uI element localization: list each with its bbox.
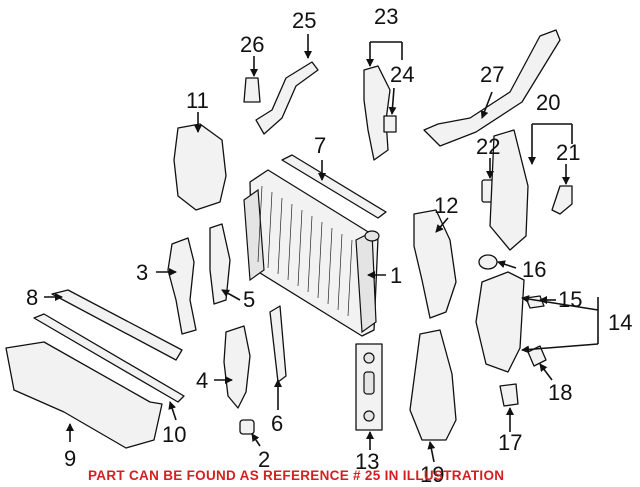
label-27: 27 bbox=[480, 62, 504, 87]
tank-clip bbox=[525, 295, 545, 309]
air-deflector-upper-left bbox=[173, 123, 227, 211]
expansion-tank bbox=[475, 271, 525, 373]
radiator bbox=[243, 169, 380, 337]
front-trim-strip bbox=[51, 289, 183, 361]
coolant-hose-upper bbox=[255, 61, 319, 135]
label-15: 15 bbox=[558, 287, 582, 312]
label-9: 9 bbox=[64, 446, 76, 471]
label-16: 16 bbox=[522, 257, 546, 282]
coolant-hose-thermostat bbox=[363, 65, 391, 161]
tank-mount-clip bbox=[527, 345, 547, 367]
coolant-hose-long bbox=[423, 29, 561, 147]
drain-plug-set bbox=[355, 343, 383, 431]
label-3: 3 bbox=[136, 260, 148, 285]
expansion-tank-bracket bbox=[489, 129, 529, 251]
air-deflector-lower-left bbox=[223, 325, 251, 409]
bracket-center bbox=[209, 223, 231, 305]
label-24: 24 bbox=[390, 62, 414, 87]
label-10: 10 bbox=[162, 422, 186, 447]
reference-note: PART CAN BE FOUND AS REFERENCE # 25 IN I… bbox=[88, 468, 504, 483]
bracket-left bbox=[167, 237, 197, 335]
air-deflector-right-upper bbox=[413, 209, 457, 319]
label-4: 4 bbox=[196, 368, 208, 393]
bleeder-screw bbox=[243, 77, 261, 103]
label-21: 21 bbox=[556, 140, 580, 165]
label-25: 25 bbox=[292, 8, 316, 33]
expansion-tank-cap bbox=[478, 254, 498, 270]
label-11: 11 bbox=[186, 88, 209, 113]
air-guide-lower bbox=[5, 341, 163, 449]
air-deflector-right-lower bbox=[409, 329, 457, 441]
label-20: 20 bbox=[536, 90, 560, 115]
label-6: 6 bbox=[271, 411, 283, 436]
leader-lines bbox=[44, 34, 599, 463]
label-12: 12 bbox=[434, 193, 458, 218]
label-7: 7 bbox=[314, 133, 326, 158]
label-18: 18 bbox=[548, 380, 572, 405]
label-17: 17 bbox=[498, 430, 522, 455]
label-5: 5 bbox=[243, 287, 255, 312]
label-2: 2 bbox=[258, 447, 270, 472]
label-14: 14 bbox=[608, 310, 632, 335]
label-13: 13 bbox=[355, 449, 379, 474]
label-19: 19 bbox=[420, 462, 444, 487]
support-rod bbox=[269, 305, 287, 383]
seal-strip bbox=[281, 154, 387, 219]
lower-seal-strip bbox=[33, 313, 185, 403]
label-1: 1 bbox=[390, 263, 402, 288]
tank-rubber-mount bbox=[499, 383, 519, 407]
label-22: 22 bbox=[476, 134, 500, 159]
bleeder-valve bbox=[551, 185, 573, 215]
label-26: 26 bbox=[240, 32, 264, 57]
hose-clamp bbox=[383, 115, 397, 133]
rubber-mount bbox=[239, 419, 255, 435]
label-23: 23 bbox=[374, 4, 398, 29]
label-8: 8 bbox=[26, 285, 38, 310]
